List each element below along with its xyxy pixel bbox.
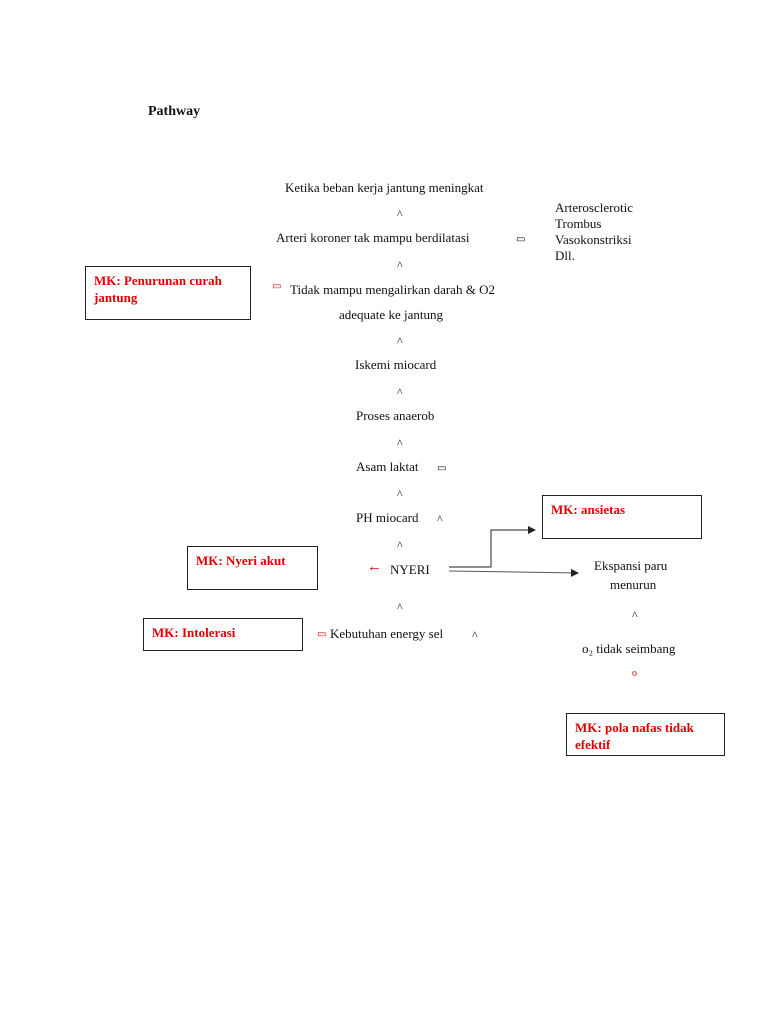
caret-icon: ^ <box>397 600 403 614</box>
caret-icon: ^ <box>397 487 403 501</box>
red-oval-icon: ο <box>632 668 637 679</box>
cause-item: Vasokonstriksi <box>555 232 632 247</box>
caret-icon: ^ <box>397 385 403 399</box>
caret-icon: ^ <box>397 334 403 348</box>
caret-icon: ^ <box>437 512 443 526</box>
red-dash-icon: ▭ <box>272 281 282 292</box>
caret-icon: ^ <box>472 628 478 642</box>
mk-intoleransi: MK: Intolerasi <box>143 618 303 651</box>
cause-item: Dll. <box>555 248 575 263</box>
node-iskemi: Iskemi miocard <box>355 357 437 372</box>
left-arrow-icon: ← <box>367 559 382 575</box>
mk-nyeri-akut: MK: Nyeri akut <box>187 546 318 590</box>
mk-penurunan-curah-jantung: MK: Penurunan curah jantung <box>85 266 251 320</box>
node-tidak-mampu: Tidak mampu mengalirkan darah & O2 <box>290 282 495 297</box>
node-arteri-koroner: Arteri koroner tak mampu berdilatasi <box>276 230 470 245</box>
node-ph-miocard: PH miocard <box>356 510 419 525</box>
caret-icon: ^ <box>397 436 403 450</box>
caret-icon: ^ <box>397 258 403 272</box>
node-nyeri: NYERI <box>390 562 430 577</box>
cause-item: Trombus <box>555 216 602 231</box>
node-menurun: menurun <box>610 577 657 592</box>
node-asam-laktat: Asam laktat <box>356 459 419 474</box>
node-kebutuhan-energy: Kebutuhan energy sel <box>330 626 444 641</box>
node-anaerob: Proses anaerob <box>356 408 435 423</box>
mk-ansietas: MK: ansietas <box>542 495 702 539</box>
caret-icon: ^ <box>397 538 403 552</box>
cause-item: Arterosclerotic <box>555 200 633 215</box>
node-beban-kerja: Ketika beban kerja jantung meningkat <box>285 180 484 195</box>
link-nyeri-ekspansi <box>448 568 579 577</box>
causes-list: Arterosclerotic Trombus Vasokonstriksi D… <box>555 200 665 264</box>
page-title: Pathway <box>148 104 201 119</box>
caret-icon: ^ <box>397 207 403 221</box>
node-adequate: adequate ke jantung <box>339 307 443 322</box>
link-nyeri-ansietas <box>449 526 536 568</box>
dash-icon: ▭ <box>516 234 526 245</box>
mk-pola-nafas: MK: pola nafas tidak efektif <box>566 713 725 756</box>
caret-icon: ^ <box>632 608 638 622</box>
dash-icon: ▭ <box>437 463 447 474</box>
red-dash-icon: ▭ <box>317 629 327 640</box>
node-ekspansi-paru: Ekspansi paru <box>594 558 668 573</box>
node-o2-tidak-seimbang: o₂ tidak seimbang <box>582 641 676 656</box>
